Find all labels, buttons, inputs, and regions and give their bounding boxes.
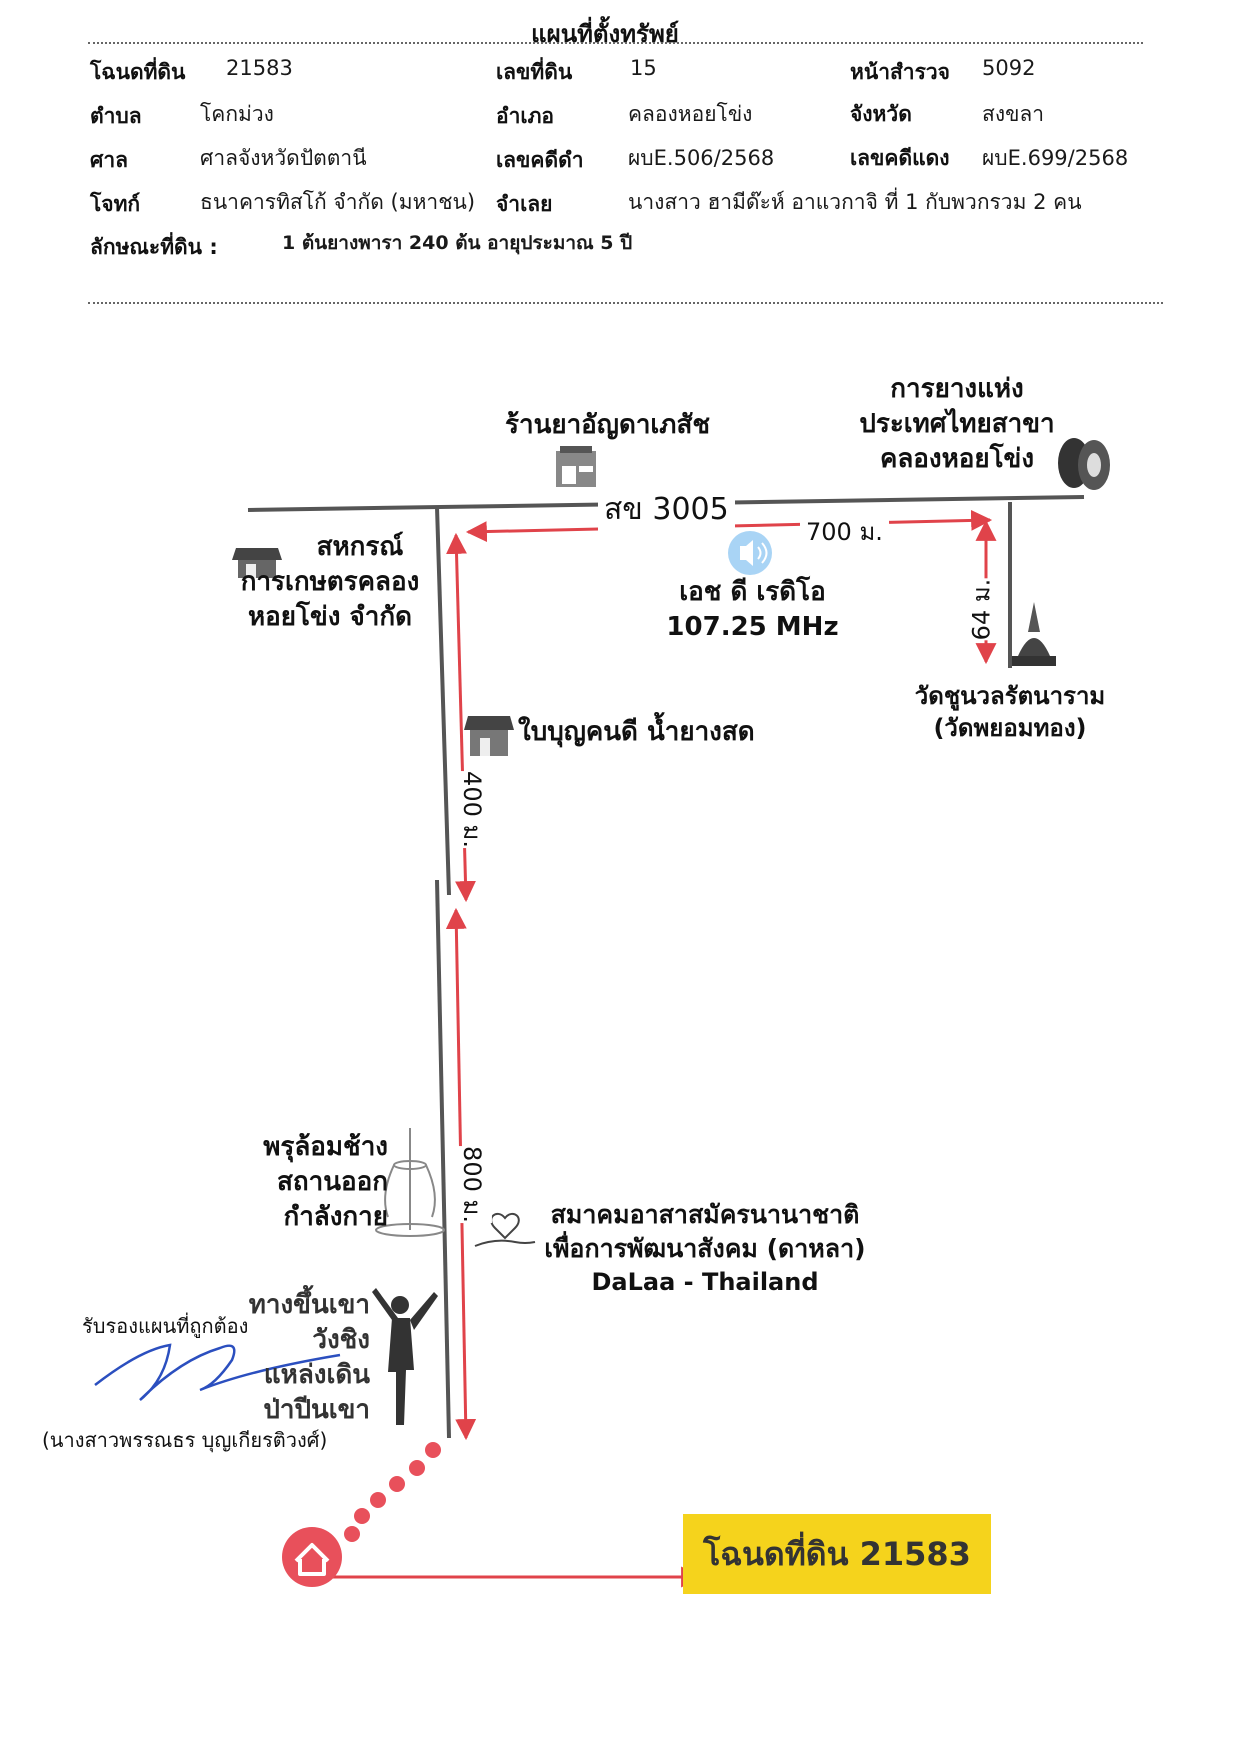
top-divider — [88, 42, 1143, 44]
fountain-line1: พรุล้อมช้าง — [263, 1132, 388, 1162]
radio-line1: เอช ดี เรดิโอ — [679, 577, 826, 607]
cooperative-shop-icon — [232, 548, 282, 578]
fountain-line3: กำลังกาย — [283, 1202, 388, 1233]
home-icon — [282, 1527, 342, 1587]
heart-hand-icon — [474, 1212, 536, 1247]
value-district: คลองหอยโข่ง — [628, 102, 753, 126]
latex-shop-icon — [464, 716, 514, 756]
value-survey-page: 5092 — [982, 56, 1036, 80]
fountain-label: พรุล้อมช้าง สถานออก กำลังกาย — [238, 1130, 388, 1235]
label-survey-page: หน้าสำรวจ — [850, 60, 950, 84]
rubber-authority-line3: คลองหอยโข่ง — [879, 444, 1035, 475]
value-defendant: นางสาว ฮามีด๊ะห์ อาแวกาจิ ที่ 1 กับพวกรว… — [628, 190, 1082, 214]
cooperative-line3: หอยโข่ง จำกัด — [248, 602, 412, 633]
certification-text: รับรองแผนที่ถูกต้อง — [82, 1314, 249, 1338]
hiking-line2: วังชิง — [312, 1325, 370, 1356]
value-province: สงขลา — [982, 102, 1045, 126]
label-court: ศาล — [90, 148, 128, 172]
temple-line1: วัดชูนวลรัตนาราม — [914, 682, 1106, 710]
value-black-case: ผบE.506/2568 — [628, 146, 775, 170]
side-road-lower — [435, 879, 451, 1439]
latex-shop-label: ใบบุญคนดี น้ำยางสด — [518, 717, 755, 747]
association-line1: สมาคมอาสาสมัครนานาชาติ — [550, 1200, 860, 1229]
temple-icon — [1012, 602, 1056, 666]
label-land-no: เลขที่ดิน — [496, 60, 573, 84]
certifier-name: (นางสาวพรรณธร บุญเกียรติวงศ์) — [42, 1428, 328, 1452]
dotted-path — [344, 1442, 441, 1542]
tire-icon — [1058, 438, 1110, 490]
label-subdistrict: ตำบล — [90, 104, 142, 128]
label-black-case: เลขคดีดำ — [496, 148, 584, 172]
association-line2: เพื่อการพัฒนาสังคม (ดาหลา) — [544, 1233, 866, 1263]
radio-label: เอช ดี เรดิโอ 107.25 MHz — [645, 575, 860, 645]
value-land-no: 15 — [630, 56, 657, 80]
value-land-type: 1 ต้นยางพารา 240 ต้น อายุประมาณ 5 ปี — [282, 232, 633, 254]
label-land-type: ลักษณะที่ดิน : — [90, 235, 218, 259]
hiking-line1: ทางขึ้นเขา — [248, 1290, 370, 1320]
hiker-icon — [372, 1288, 438, 1425]
hiking-label: ทางขึ้นเขา วังชิง แหล่งเดิน ป่าปีนเขา — [238, 1288, 370, 1428]
header-divider — [88, 302, 1163, 304]
radio-line2: 107.25 MHz — [666, 612, 839, 643]
pharmacy-icon — [556, 446, 596, 487]
label-deed: โฉนดที่ดิน — [90, 60, 186, 84]
road-name-label: สข 3005 — [598, 486, 735, 533]
pharmacy-label: ร้านยาอัญดาเภสัช — [505, 410, 710, 440]
value-court: ศาลจังหวัดปัตตานี — [200, 146, 367, 170]
label-district: อำเภอ — [496, 104, 555, 128]
radio-icon — [728, 531, 772, 575]
distance-400m-label: 400 ม. — [452, 771, 492, 848]
hiking-line3: แหล่งเดิน — [263, 1360, 370, 1391]
label-plaintiff: โจทก์ — [90, 192, 141, 216]
side-road-upper — [435, 506, 451, 896]
value-plaintiff: ธนาคารทิสโก้ จำกัด (มหาชน) — [200, 190, 476, 214]
distance-700m-label: 700 ม. — [800, 512, 889, 551]
rubber-authority-label: การยางแห่ง ประเทศไทยสาขา คลองหอยโข่ง — [832, 372, 1082, 477]
temple-label: วัดชูนวลรัตนาราม (วัดพยอมทอง) — [895, 680, 1125, 745]
cooperative-line2: การเกษตรคลอง — [240, 567, 420, 598]
label-province: จังหวัด — [850, 102, 912, 126]
temple-line2: (วัดพยอมทอง) — [933, 714, 1087, 743]
value-subdistrict: โคกม่วง — [200, 102, 274, 126]
value-deed: 21583 — [226, 56, 293, 80]
label-red-case: เลขคดีแดง — [850, 146, 950, 170]
rubber-authority-line1: การยางแห่ง — [890, 374, 1024, 404]
hiking-line4: ป่าปีนเขา — [263, 1395, 370, 1426]
distance-800m-label: 800 ม. — [452, 1146, 492, 1223]
cooperative-label: สหกรณ์ การเกษตรคลอง หอยโข่ง จำกัด — [230, 530, 430, 635]
value-red-case: ผบE.699/2568 — [982, 146, 1129, 170]
association-label: สมาคมอาสาสมัครนานาชาติ เพื่อการพัฒนาสังค… — [520, 1198, 890, 1298]
fountain-icon — [375, 1128, 445, 1237]
rubber-authority-line2: ประเทศไทยสาขา — [859, 409, 1055, 440]
fountain-line2: สถานออก — [277, 1167, 388, 1198]
signature-mark — [94, 1343, 341, 1401]
distance-64m-label: 64 ม. — [961, 578, 1001, 641]
label-defendant: จำเลย — [496, 192, 553, 216]
association-line3: DaLaa - Thailand — [591, 1267, 819, 1296]
cooperative-line1: สหกรณ์ — [316, 532, 404, 562]
target-deed-box: โฉนดที่ดิน 21583 — [683, 1514, 991, 1594]
